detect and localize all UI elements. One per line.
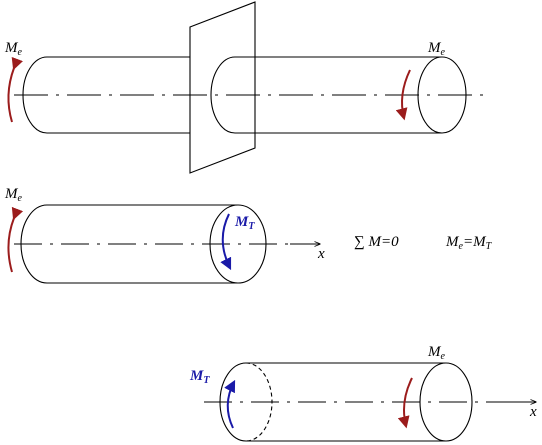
left-free-body [7,204,320,284]
equation-sum-moments: ∑ M=0 [354,234,399,250]
shaft-left-edges [47,56,190,134]
shaft-cut-face [210,56,236,134]
moment-arrow-bottom-right [397,377,413,429]
label-me-top-left: Me [4,40,23,58]
moment-arrow-mid-left [7,206,24,273]
internal-moment-arrow-mid [220,213,232,271]
moment-arrow-left [7,56,23,123]
label-me-bottom-right: Me [427,344,446,362]
equation-me-equals-mt: Me=MT [445,234,493,252]
full-shaft [7,1,485,174]
cutting-plane [189,1,256,174]
moment-arrow-right [395,69,411,121]
right-free-body [204,362,536,442]
shaft-right-edges [235,56,442,134]
label-me-mid-left: Me [4,186,23,204]
label-me-top-right: Me [427,40,446,58]
label-x-mid: x [317,246,325,262]
label-mt-bottom: MT [189,368,210,386]
label-mt-mid: MT [234,214,255,232]
left-body-edges [47,204,238,284]
label-x-bottom: x [529,404,537,420]
right-body-edges [246,362,446,442]
internal-moment-arrow-bottom [224,379,236,429]
